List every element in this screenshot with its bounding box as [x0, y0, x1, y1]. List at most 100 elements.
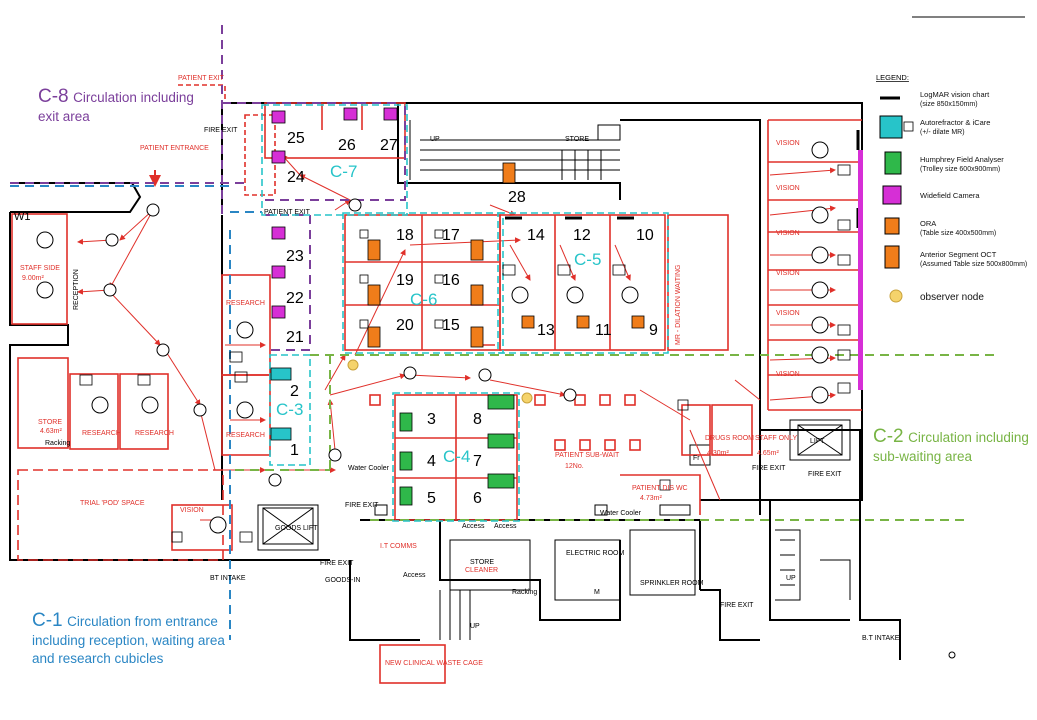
research-label-3: RESEARCH	[82, 430, 121, 437]
legend-title: LEGEND:	[876, 73, 909, 82]
legend-note: (Assumed Table size 500x800mm)	[920, 261, 1027, 268]
staff-only-area: 4.65m²	[757, 450, 779, 457]
access-label-3: Access	[403, 572, 426, 579]
research-label-1: RESEARCH	[226, 300, 265, 307]
autorefractor-icon	[879, 115, 903, 139]
vision-label-2: VISION	[776, 310, 800, 317]
building-detail	[257, 120, 851, 640]
research-label-2: RESEARCH	[226, 432, 265, 439]
oct-icon	[884, 245, 900, 269]
c1-text: Circulation from entrance	[67, 614, 218, 629]
zone-code-c6: C-6	[410, 290, 437, 309]
zone-boundaries-cyan	[261, 104, 669, 522]
station-number: 10	[636, 227, 654, 244]
equipment-widefield-cameras	[271, 107, 398, 319]
water-cooler-label-1: Water Cooler	[348, 465, 390, 472]
racking-label-2: Racking	[512, 589, 537, 596]
m-label: M	[594, 589, 600, 596]
room-labels: PATIENT EXIT PATIENT ENTRANCE STAFF SIDE…	[20, 75, 800, 574]
patient-dis-wc-label: PATIENT DIS WC	[632, 485, 688, 492]
fire-exit-label-5: FIRE EXIT	[808, 471, 842, 478]
reception-label: RECEPTION	[73, 269, 80, 310]
racking-label-1: Racking	[45, 440, 70, 447]
lift-label: LIFT	[810, 438, 825, 445]
zone-codes: C-3 C-4 C-5 C-6 C-7	[276, 162, 601, 466]
patient-exit-label-2: PATIENT EXIT	[264, 209, 311, 216]
legend-item-autorefractor: Autorefractor & iCare (+/- dilate MR)	[879, 115, 990, 139]
station-number: 11	[595, 322, 612, 339]
station-number: 20	[396, 317, 414, 334]
goods-lift-label: GOODS LIFT	[275, 525, 318, 532]
legend-label: observer node	[920, 292, 984, 303]
patient-subwait-label: PATIENT SUB-WAIT	[555, 452, 620, 459]
vision-label-5: VISION	[776, 185, 800, 192]
vision-label-6: VISION	[776, 140, 800, 147]
staff-side-label: STAFF SIDE	[20, 265, 60, 272]
cleaner-label: CLEANER	[465, 567, 498, 574]
station-number: 26	[338, 137, 356, 154]
access-label-1: Access	[462, 523, 485, 530]
zone-code-c7: C-7	[330, 162, 357, 181]
c8-code: C-8	[38, 86, 69, 107]
drugs-room-label: DRUGS ROOM	[705, 435, 754, 442]
building-walls	[9, 102, 901, 660]
fire-exit-label-4: FIRE EXIT	[752, 465, 786, 472]
station-number: 15	[442, 317, 460, 334]
station-number: 19	[396, 272, 414, 289]
equipment-field-analysers	[399, 394, 515, 506]
chairs	[36, 141, 829, 534]
clinical-waste-label: NEW CLINICAL WASTE CAGE	[385, 660, 483, 667]
electric-room-label: ELECTRIC ROOM	[566, 550, 625, 557]
station-number: 7	[473, 453, 482, 470]
legend-note: (Table size 400x500mm)	[920, 230, 996, 237]
station-number: 16	[442, 272, 460, 289]
legend-item-field-analyser: Humphrey Field Analyser (Trolley size 60…	[884, 151, 1004, 175]
c2-annotation: C-2 Circulation including sub-waiting ar…	[873, 426, 1029, 466]
water-cooler-label-2: Water Cooler	[600, 510, 642, 517]
room-partitions	[11, 84, 862, 684]
circulation-boundary-c8	[10, 25, 406, 351]
legend-label: Anterior Segment OCT	[920, 250, 997, 259]
station-number: 9	[649, 322, 658, 339]
subwait-count: 12No.	[565, 463, 584, 470]
station-number: 25	[287, 130, 305, 147]
c8-text: Circulation including	[73, 90, 194, 105]
legend-item-ora: ORA (Table size 400x500mm)	[884, 217, 996, 237]
station-number: 6	[473, 490, 482, 507]
legend-label: Humphrey Field Analyser	[920, 155, 1004, 164]
c1-code: C-1	[32, 610, 63, 631]
station-number: 14	[527, 227, 545, 244]
station-number: 8	[473, 411, 482, 428]
c1-annotation: C-1 Circulation from entrance including …	[32, 610, 225, 669]
store-area: 4.63m²	[40, 428, 62, 435]
store-top-label: STORE	[565, 136, 589, 143]
station-number: 12	[573, 227, 591, 244]
sprinkler-room-label: SPRINKLER ROOM	[640, 580, 704, 587]
station-number: 5	[427, 490, 436, 507]
c8-annotation: C-8 Circulation including exit area	[38, 86, 194, 126]
vision-label-4: VISION	[776, 230, 800, 237]
station-number: 2	[290, 383, 299, 400]
access-label-2: Access	[494, 523, 517, 530]
station-number: 1	[290, 442, 299, 459]
circulation-boundary-c2	[235, 354, 1000, 521]
station-number: 28	[508, 189, 526, 206]
it-comms-label: I.T COMMS	[380, 543, 417, 550]
staff-only-label: STAFF ONLY	[755, 435, 797, 442]
trial-pod-label: TRIAL 'POD' SPACE	[80, 500, 145, 507]
plan-labels-black: FIRE EXIT FIRE EXIT FIRE EXIT FIRE EXIT …	[14, 127, 900, 642]
staff-side-area: 9.00m²	[22, 275, 44, 282]
fire-exit-label-1: FIRE EXIT	[204, 127, 238, 134]
legend-label: LogMAR vision chart	[920, 90, 990, 99]
fire-exit-label-2: FIRE EXIT	[345, 502, 379, 509]
fire-exit-label-6: FIRE EXIT	[720, 602, 754, 609]
observer-nodes	[347, 359, 533, 404]
research-label-4: RESEARCH	[135, 430, 174, 437]
equipment-autorefractors	[270, 367, 292, 441]
store-label: STORE	[38, 419, 62, 426]
vision-label: VISION	[180, 507, 204, 514]
legend-label: Widefield Camera	[920, 191, 980, 200]
legend: LEGEND: LogMAR vision chart (size 850x15…	[876, 73, 1027, 303]
up-label-1: UP	[430, 136, 440, 143]
c2-code: C-2	[873, 426, 904, 447]
